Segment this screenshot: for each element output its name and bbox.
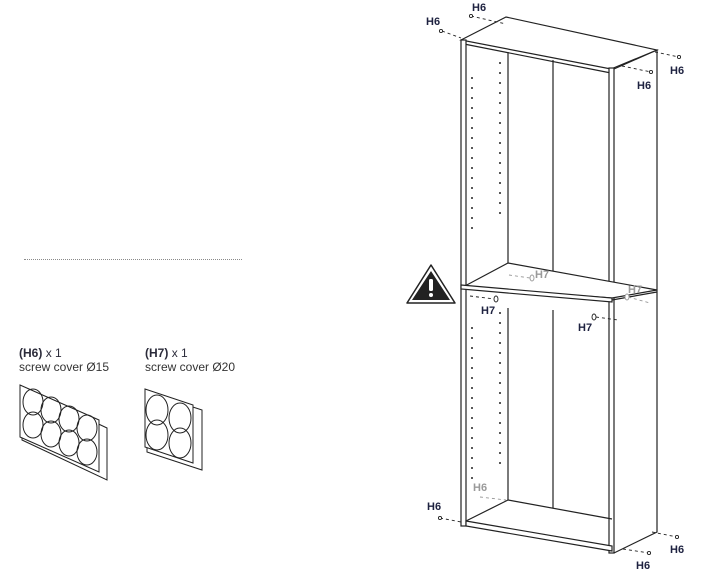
label-h7-shelf-right: H7 bbox=[628, 284, 642, 296]
part-h6-qty: x 1 bbox=[45, 346, 62, 360]
label-h6-top-left: H6 bbox=[426, 16, 440, 28]
label-h6-bottom-back: H6 bbox=[473, 482, 487, 494]
label-h6-bottom-right: H6 bbox=[670, 544, 684, 556]
label-h7-shelf-back: H7 bbox=[535, 269, 549, 281]
section-divider bbox=[24, 259, 242, 260]
label-h6-top: H6 bbox=[472, 2, 486, 14]
part-h7: (H7) x 1 screw cover Ø20 bbox=[145, 346, 235, 374]
part-h7-description: screw cover Ø20 bbox=[145, 360, 236, 374]
screw-cover-sheet-h6-icon bbox=[19, 384, 108, 481]
warning-icon bbox=[406, 264, 456, 304]
shelf-pin-holes bbox=[471, 62, 501, 479]
part-h6-description: screw cover Ø15 bbox=[19, 360, 110, 374]
part-h7-code: (H7) bbox=[145, 346, 169, 360]
label-h6-bottom-front: H6 bbox=[636, 560, 650, 572]
label-h7-shelf-front: H7 bbox=[578, 322, 592, 334]
leader-lines bbox=[439, 15, 680, 554]
label-h6-bottom-left: H6 bbox=[427, 501, 441, 513]
screw-holes bbox=[437, 13, 682, 556]
screw-cover-sheet-h7-icon bbox=[144, 388, 203, 471]
label-h7-shelf-left: H7 bbox=[481, 305, 495, 317]
part-h6-code: (H6) bbox=[19, 346, 43, 360]
part-h6: (H6) x 1 screw cover Ø15 bbox=[19, 346, 109, 374]
part-h7-qty: x 1 bbox=[171, 346, 188, 360]
cabinet-drawing bbox=[459, 16, 660, 554]
label-h6-top-right: H6 bbox=[670, 65, 684, 77]
label-h6-top-right-front: H6 bbox=[637, 80, 651, 92]
